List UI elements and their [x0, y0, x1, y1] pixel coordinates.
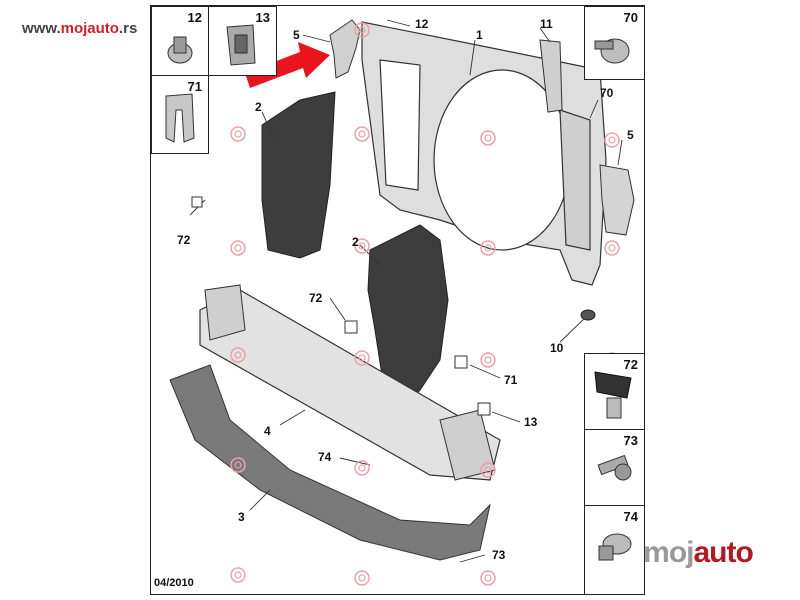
diagram-frame: [150, 5, 645, 595]
clip-71: [454, 355, 468, 369]
detail-box-13: 13: [208, 6, 277, 76]
detail-box-12: 12: [151, 6, 209, 76]
part-10: [580, 309, 596, 321]
callout-71-top: 71: [187, 79, 202, 94]
screw-73-image: [597, 454, 632, 481]
callout-73-right: 73: [623, 433, 638, 448]
logo-part-auto: auto: [693, 536, 754, 569]
screw-70-image: [594, 38, 630, 64]
callout-12-top: 12: [187, 10, 202, 25]
clip-72-b: [344, 320, 358, 334]
beam-end-left: [204, 284, 246, 341]
detail-box-73: 73: [584, 429, 645, 506]
callout-11: 11: [540, 17, 553, 31]
site-url[interactable]: www.mojauto.rs: [22, 20, 137, 37]
detail-box-71: 71: [151, 75, 209, 154]
nut-13-image: [226, 24, 256, 66]
callout-72-right: 72: [623, 357, 638, 372]
detail-box-74: 74: [584, 505, 645, 595]
date-code: 04/2010: [154, 577, 194, 589]
bracket-5-right: [599, 164, 635, 236]
highlight-arrow: [245, 42, 330, 88]
logo-part-moj: moj: [643, 536, 694, 569]
callout-71: 71: [504, 373, 518, 387]
callout-73: 73: [492, 548, 506, 562]
detail-box-70: 70: [584, 6, 645, 80]
site-url-suffix: .rs: [118, 20, 138, 37]
clip-71-image: [165, 93, 195, 143]
callout-2-lower: 2: [352, 235, 359, 249]
detail-box-72: 72: [584, 353, 645, 430]
callout-72-middle: 72: [309, 291, 323, 305]
air-duct-2-lower: [367, 224, 449, 411]
clip-72-image: [594, 371, 632, 419]
air-duct-2-upper: [261, 91, 336, 259]
part-11-strip: [539, 39, 563, 113]
callout-3: 3: [238, 510, 245, 524]
site-url-prefix: www.: [22, 20, 61, 37]
callout-70-top: 70: [623, 10, 638, 25]
callout-74: 74: [318, 450, 332, 464]
lower-absorber-3: [169, 364, 491, 561]
callout-13-top: 13: [255, 10, 270, 25]
callout-5-top: 5: [293, 28, 300, 42]
bracket-5-top: [329, 19, 361, 79]
callout-13: 13: [524, 415, 538, 429]
callout-5-right: 5: [627, 128, 634, 142]
callout-2-upper: 2: [255, 100, 262, 114]
callout-1: 1: [476, 28, 483, 42]
clip-72-a: [191, 196, 203, 208]
clip-13: [477, 402, 491, 416]
callout-4: 4: [264, 424, 271, 438]
callout-12-bottom: 12: [415, 17, 429, 31]
site-url-brand: mojauto: [60, 20, 119, 37]
callout-70: 70: [600, 86, 614, 100]
screw-74-image: [598, 533, 632, 561]
screw-12-image: [167, 36, 193, 64]
callout-72-left: 72: [177, 233, 191, 247]
callout-10: 10: [550, 341, 564, 355]
callout-74-right: 74: [623, 509, 638, 524]
leader-lines: [189, 19, 623, 563]
